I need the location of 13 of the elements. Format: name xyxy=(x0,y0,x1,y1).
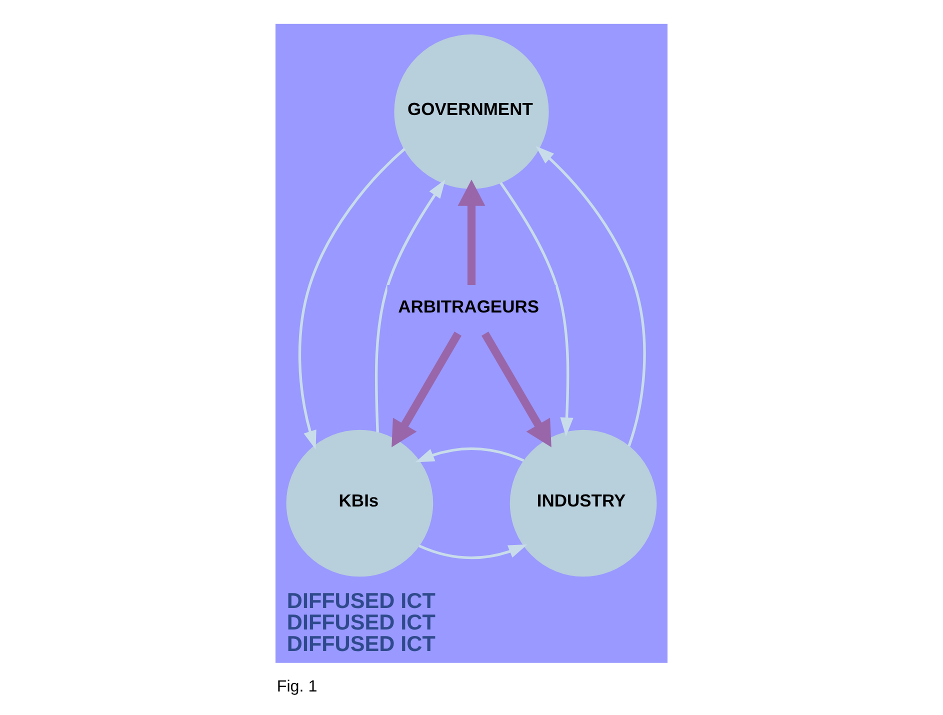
arrow xyxy=(415,447,524,462)
arrow xyxy=(482,332,552,448)
arrow xyxy=(392,332,462,448)
arrow xyxy=(536,146,646,447)
caption: Fig. 1 xyxy=(276,677,318,696)
arrow xyxy=(374,179,446,432)
arrow xyxy=(458,180,486,285)
arrow xyxy=(298,148,406,450)
node-circle: GOVERNMENT xyxy=(394,34,549,189)
node-text: ARBITRAGEURS xyxy=(398,296,540,316)
arrow xyxy=(500,182,574,436)
arrow xyxy=(418,544,528,560)
node-circle: INDUSTRY xyxy=(510,430,657,577)
